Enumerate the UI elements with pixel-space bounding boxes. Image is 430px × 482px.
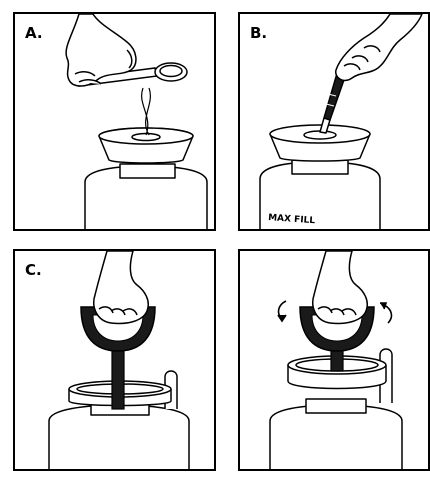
panel-d-illustration [240,251,430,471]
panel-a-measure-powder: A. [13,12,216,231]
agitator-shaft [112,347,124,409]
panel-d-twist-lock [238,249,430,471]
bottle-neck [120,164,175,178]
bottle-body [270,405,402,471]
bottle-neck [292,160,348,174]
bottle-neck [306,399,366,413]
rotate-right-arrow-icon [380,303,391,323]
panel-a-illustration [15,14,216,231]
rotate-left-arrow-icon [278,301,286,321]
panel-c-letter: C. [25,261,42,279]
hand-d [313,251,367,324]
hand-c [94,251,148,324]
panel-a-letter: A. [25,24,43,42]
panel-c-insert-agitator: C. [13,249,216,471]
panel-b-pour-water: B. MAX FILL [238,12,430,231]
panel-c-illustration [15,251,216,471]
panel-b-illustration: MAX FILL [240,14,430,231]
panel-b-letter: B. [250,24,267,42]
hand-b [336,14,422,80]
